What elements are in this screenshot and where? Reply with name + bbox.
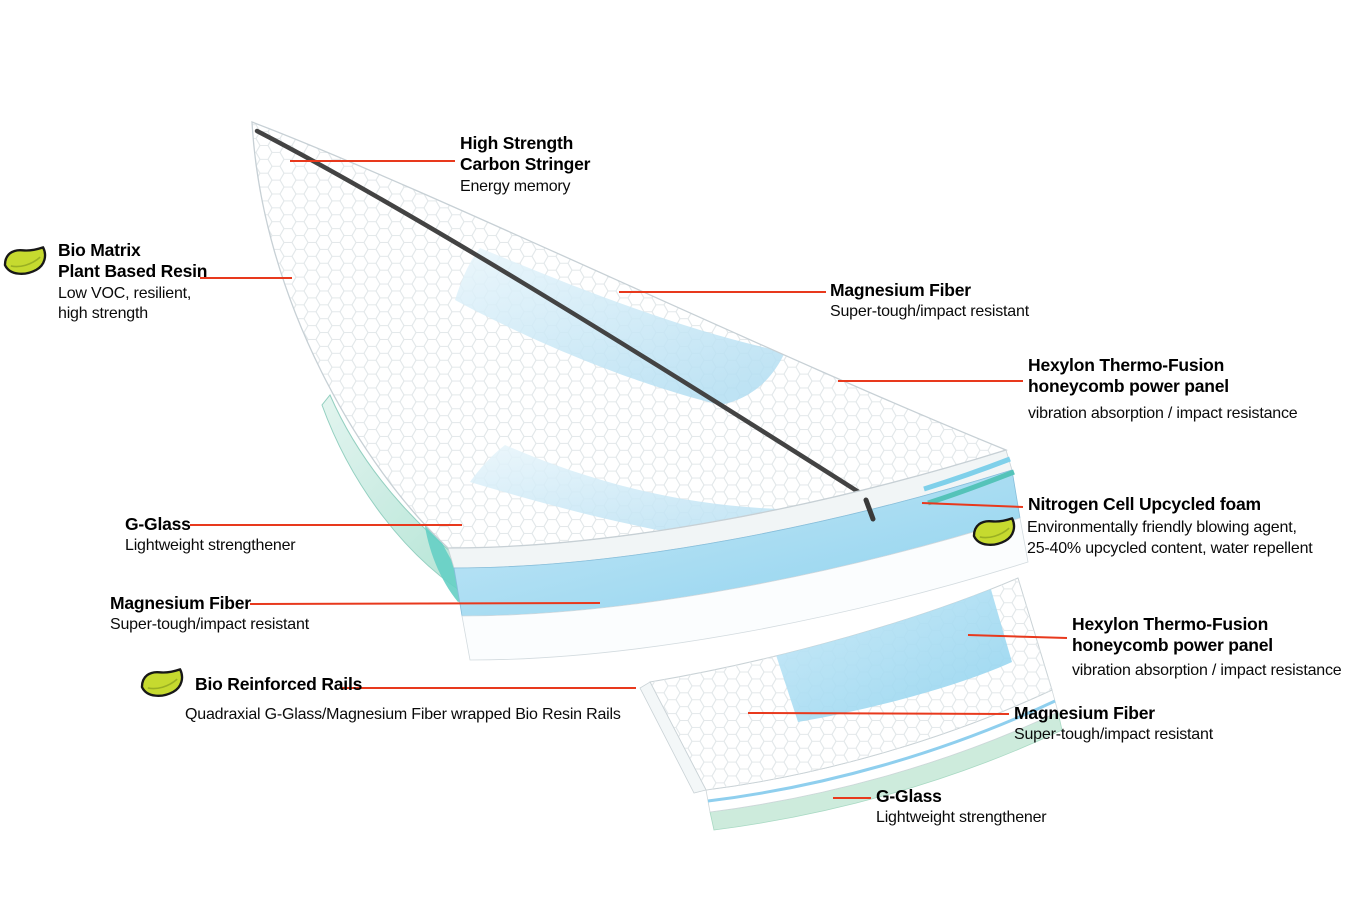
- leader-magnesium-fiber-bottom: [747, 712, 1010, 715]
- callout-title: Bio Matrix Plant Based Resin: [58, 240, 208, 282]
- deck-top-surface: [251, 121, 1008, 549]
- laminate-edge-blue: [923, 456, 1011, 492]
- callout-g-glass-bottom: G-Glass Lightweight strengthener: [876, 786, 1047, 829]
- eco-leaf-icon: [140, 668, 185, 702]
- callout-desc: Super-tough/impact resistant: [1014, 726, 1213, 744]
- callout-title: Magnesium Fiber: [830, 280, 971, 300]
- slab-left-face: [639, 681, 707, 794]
- bottom-blue-laminate-line: [707, 699, 1056, 803]
- callout-g-glass-rail: G-Glass Lightweight strengthener: [125, 514, 296, 557]
- leader-magnesium-fiber-mid: [249, 602, 601, 605]
- callout-title: High Strength Carbon Stringer: [460, 133, 591, 175]
- deck-blue-patch-upper: [455, 248, 785, 405]
- callout-magnesium-fiber-mid: Magnesium Fiber Super-tough/impact resis…: [110, 593, 309, 636]
- callout-desc: Quadraxial G-Glass/Magnesium Fiber wrapp…: [185, 706, 621, 723]
- callout-desc: Lightweight strengthener: [876, 809, 1047, 827]
- callout-title: Hexylon Thermo-Fusion honeycomb power pa…: [1072, 614, 1273, 656]
- callout-title: G-Glass: [125, 514, 191, 534]
- bottom-panel-slab: [639, 577, 1063, 831]
- callout-desc: Super-tough/impact resistant: [110, 616, 309, 634]
- callout-desc: Energy memory: [460, 177, 571, 195]
- callout-title: Magnesium Fiber: [110, 593, 251, 613]
- stringer-edge-tick: [863, 497, 876, 522]
- eco-leaf-icon: [3, 246, 48, 280]
- callout-bio-rails: Bio Reinforced Rails Quadraxial G-Glass/…: [140, 668, 621, 726]
- callout-title: Nitrogen Cell Upcycled foam: [1028, 494, 1261, 514]
- callout-hexylon-deck: Hexylon Thermo-Fusion honeycomb power pa…: [1028, 355, 1298, 424]
- callout-desc: Environmentally friendly blowing agent, …: [1027, 519, 1313, 558]
- leader-lines: [190, 160, 1068, 799]
- slab-blue-patch: [775, 586, 1012, 722]
- callout-desc: Low VOC, resilient, high strength: [58, 284, 192, 323]
- callout-hexylon-bottom: Hexylon Thermo-Fusion honeycomb power pa…: [1072, 614, 1342, 681]
- callout-title: Magnesium Fiber: [1014, 703, 1155, 723]
- callout-magnesium-fiber-bottom: Magnesium Fiber Super-tough/impact resis…: [1014, 703, 1213, 746]
- callout-nitrogen-cell: Nitrogen Cell Upcycled foam Environmenta…: [972, 494, 1313, 560]
- carbon-stringer-line: [254, 128, 871, 501]
- callout-title: Bio Reinforced Rails: [195, 674, 363, 695]
- leader-nitrogen-cell: [921, 502, 1024, 508]
- foam-core-layer: [461, 517, 1029, 661]
- eco-leaf-icon: [972, 517, 1017, 551]
- callout-title: G-Glass: [876, 786, 942, 806]
- laminate-edge-teal: [927, 469, 1015, 506]
- callout-bio-matrix: Bio Matrix Plant Based Resin Low VOC, re…: [3, 240, 207, 325]
- leader-hexylon-bottom: [967, 634, 1068, 639]
- callout-desc: vibration absorption / impact resistance: [1028, 404, 1298, 422]
- callout-carbon-stringer: High Strength Carbon Stringer Energy mem…: [460, 133, 590, 197]
- callout-desc: vibration absorption / impact resistance: [1072, 661, 1342, 679]
- callout-desc: Lightweight strengthener: [125, 537, 296, 555]
- callout-magnesium-fiber-deck: Magnesium Fiber Super-tough/impact resis…: [830, 280, 1029, 323]
- callout-desc: Super-tough/impact resistant: [830, 303, 1029, 321]
- callout-title: Hexylon Thermo-Fusion honeycomb power pa…: [1028, 355, 1229, 397]
